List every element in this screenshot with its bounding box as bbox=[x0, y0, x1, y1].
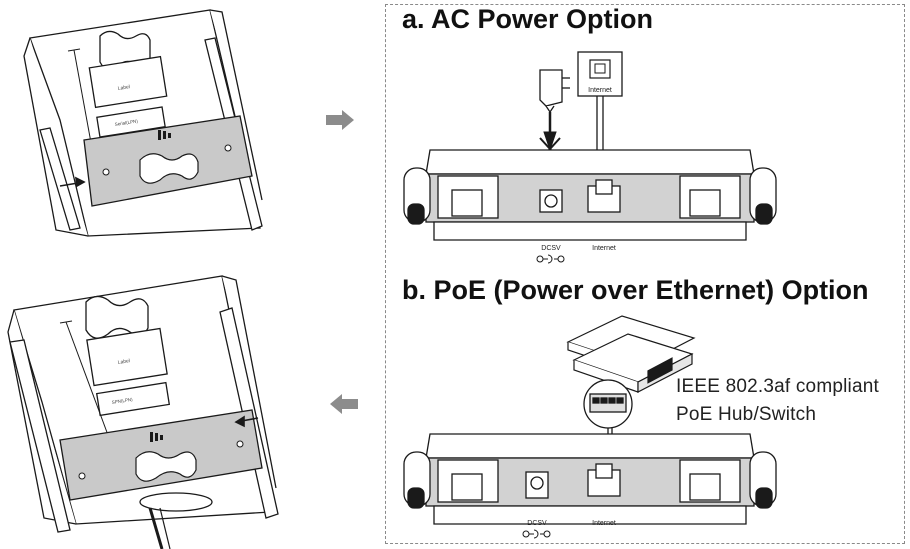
cable-exit-bottom bbox=[139, 492, 213, 549]
slide-arrow-bottom bbox=[234, 415, 259, 428]
dc-polarity-icon-b bbox=[522, 529, 551, 539]
internet-port-label-a: Internet bbox=[592, 245, 616, 252]
mount-illustration-top: Label Serial(LPN) bbox=[23, 9, 263, 237]
dc-polarity-icon-a bbox=[536, 254, 565, 264]
cable-cover-plate-top bbox=[83, 115, 253, 207]
power-adapter bbox=[539, 69, 570, 114]
ac-power-diagram: Internet DCS bbox=[403, 51, 777, 264]
internet-port-label-b: Internet bbox=[592, 520, 616, 527]
label-pn-top: Serial(LPN) bbox=[114, 118, 138, 127]
ac-power-option-title: a. AC Power Option bbox=[402, 4, 654, 34]
poe-hub-caption-line1: IEEE 802.3af compliant bbox=[676, 376, 879, 397]
insert-arrow-top bbox=[59, 176, 86, 188]
previous-step-arrow bbox=[330, 394, 358, 414]
phone-base-a bbox=[403, 149, 777, 241]
dc-port-label-b: DCSV bbox=[527, 520, 547, 527]
phone-base-b bbox=[403, 433, 777, 525]
internet-wall-jack: Internet bbox=[577, 51, 623, 97]
phone-body-bottom bbox=[7, 275, 279, 533]
poe-diagram: DCSV Internet bbox=[403, 315, 777, 539]
label-pn-bottom: SPN(LPN) bbox=[111, 397, 133, 405]
label-small-top: Label bbox=[117, 84, 130, 92]
next-step-arrow bbox=[326, 110, 354, 130]
mount-illustration-bottom: Label SPN(LPN) bbox=[7, 275, 279, 549]
wall-jack-label: Internet bbox=[588, 87, 612, 94]
poe-option-title: b. PoE (Power over Ethernet) Option bbox=[402, 275, 869, 305]
label-small-bottom: Label bbox=[117, 358, 130, 366]
poe-hub-caption-line2: PoE Hub/Switch bbox=[676, 404, 817, 425]
dc-port-label-a: DCSV bbox=[541, 245, 561, 252]
connection-options-panel bbox=[385, 4, 905, 544]
cable-cover-plate-bottom bbox=[59, 409, 263, 501]
phone-body-top bbox=[23, 9, 263, 237]
